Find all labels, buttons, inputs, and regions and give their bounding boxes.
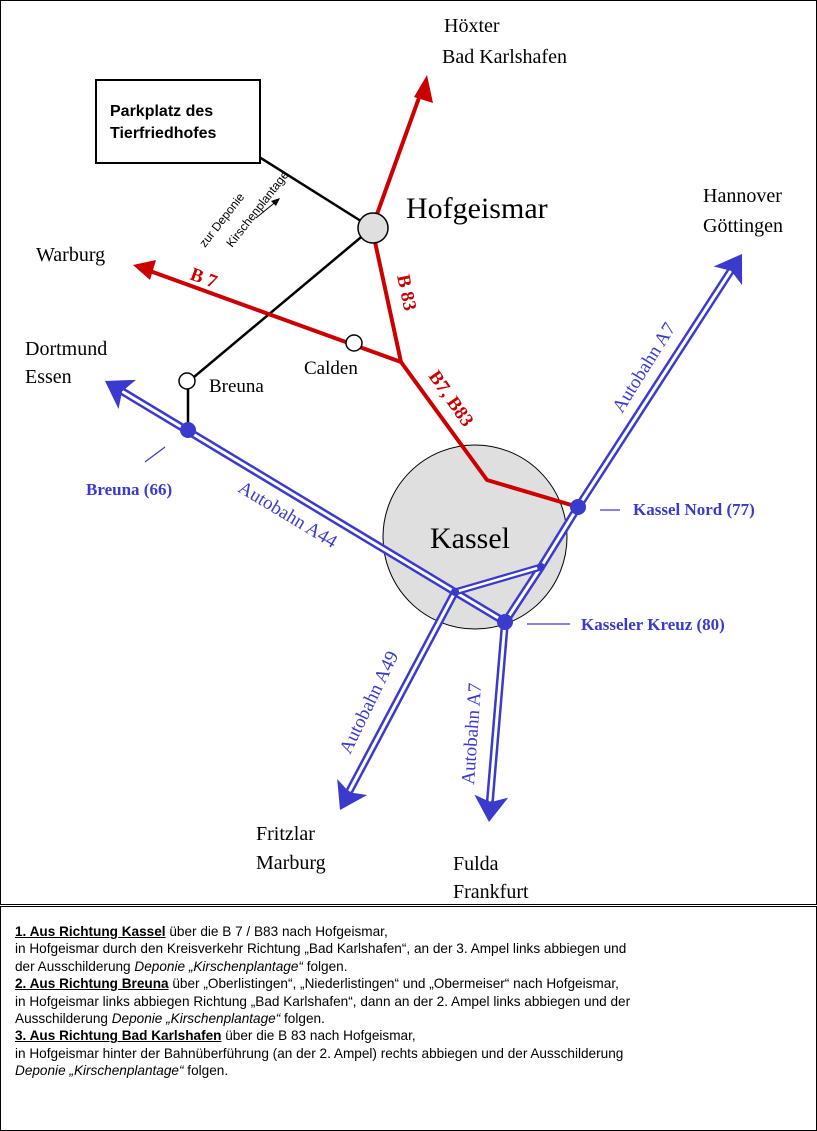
direction-3: 3. Aus Richtung Bad Karlshafen über die …	[15, 1027, 802, 1044]
dest-frankfurt: Frankfurt	[453, 881, 529, 903]
dest-hoexter: Höxter	[444, 15, 500, 37]
local-road-parkplatz	[247, 148, 373, 230]
junction-marker	[451, 588, 459, 596]
direction-1-end: folgen.	[302, 958, 348, 974]
junction-marker	[537, 563, 545, 571]
dest-hannover: Hannover	[703, 185, 782, 207]
direction-2-end: folgen.	[280, 1011, 325, 1027]
parkplatz-line2: Tierfriedhofes	[110, 125, 217, 142]
direction-1: 1. Aus Richtung Kassel über die B 7 / B8…	[15, 923, 802, 940]
town-breuna: Breuna	[209, 376, 264, 397]
directions-panel: 1. Aus Richtung Kassel über die B 7 / B8…	[0, 906, 817, 1131]
dest-goettingen: Göttingen	[703, 215, 783, 237]
parkplatz-box	[95, 79, 261, 164]
direction-1-line1: über die B 7 / B83 nach Hofgeismar,	[165, 924, 388, 939]
arrow-warburg-icon	[133, 260, 156, 280]
direction-1-heading: 1. Aus Richtung Kassel	[15, 924, 166, 939]
direction-2-line3: Ausschilderung Deponie „Kirschenplantage…	[15, 1010, 802, 1027]
exit-breuna-leader	[144, 446, 166, 463]
dest-essen: Essen	[25, 366, 72, 388]
direction-2: 2. Aus Richtung Breuna über „Oberlisting…	[15, 975, 802, 992]
town-hofgeismar: Hofgeismar	[406, 192, 548, 225]
direction-1-italic: Deponie „Kirschenplantage“	[134, 958, 303, 974]
exit-breuna-marker	[180, 422, 196, 438]
town-calden: Calden	[304, 358, 358, 379]
route-map: Parkplatz des Tierfriedhofes zur Deponie…	[0, 0, 817, 905]
direction-2-line1: über „Oberlistingen“, „Niederlistingen“ …	[168, 976, 619, 992]
hofgeismar-marker	[357, 212, 389, 244]
direction-3-end: folgen.	[183, 1063, 229, 1079]
deponie-arrow-icon	[271, 198, 280, 206]
dest-fritzlar: Fritzlar	[256, 823, 315, 845]
dest-warburg: Warburg	[36, 244, 105, 266]
direction-2-line3-text: Ausschilderung	[15, 1011, 112, 1027]
dest-bad-karlshafen: Bad Karlshafen	[442, 46, 567, 68]
dest-fulda: Fulda	[453, 853, 499, 875]
direction-3-line2: in Hofgeismar hinter der Bahnüberführung…	[15, 1045, 624, 1061]
exit-kassel-nord-label: Kassel Nord (77)	[633, 500, 755, 519]
arrow-hoexter-icon	[414, 75, 433, 103]
direction-3-line1: über die B 83 nach Hofgeismar,	[221, 1028, 416, 1044]
exit-kassel-nord-marker	[570, 499, 586, 515]
direction-3-italic: Deponie „Kirschenplantage“	[15, 1063, 184, 1079]
calden-marker	[345, 334, 363, 352]
dest-dortmund: Dortmund	[25, 338, 107, 360]
road-b7-b83-line	[399, 360, 579, 509]
direction-2-italic: Deponie „Kirschenplantage“	[111, 1011, 281, 1027]
dest-marburg: Marburg	[256, 852, 326, 874]
exit-breuna-label: Breuna (66)	[86, 480, 172, 499]
direction-1-line3: der Ausschilderung Deponie „Kirschenplan…	[15, 958, 802, 975]
exit-kasseler-kreuz-marker	[497, 614, 513, 630]
direction-1-line2: in Hofgeismar durch den Kreisverkehr Ric…	[15, 941, 627, 957]
exit-kasseler-kreuz-label: Kasseler Kreuz (80)	[581, 615, 725, 634]
town-kassel: Kassel	[430, 522, 510, 555]
breuna-marker	[178, 372, 196, 390]
direction-3-line3: Deponie „Kirschenplantage“ folgen.	[15, 1062, 802, 1079]
direction-2-line2: in Hofgeismar links abbiegen Richtung „B…	[15, 993, 631, 1009]
direction-1-line3-text: der Ausschilderung	[15, 958, 135, 974]
direction-3-heading: 3. Aus Richtung Bad Karlshafen	[15, 1028, 222, 1044]
direction-2-heading: 2. Aus Richtung Breuna	[15, 976, 169, 992]
parkplatz-line1: Parkplatz des	[110, 103, 213, 120]
